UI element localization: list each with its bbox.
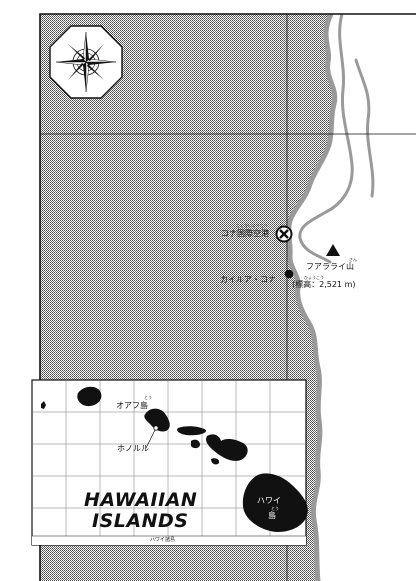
island-kauai (77, 386, 102, 407)
compass-rose-icon (49, 25, 123, 99)
elevation-label: (標高：2,521 m) (292, 280, 356, 289)
airport-icon (275, 225, 293, 243)
coastline (286, 14, 338, 581)
island-lanai (191, 439, 200, 449)
mountain-peak-icon (326, 244, 340, 256)
kona-airport-ruby: こくさいくうこう (236, 223, 268, 228)
coastal-road (298, 14, 354, 264)
hualalai-label: フアラライ山 (306, 262, 354, 271)
hawaii-island-ruby: とう (271, 506, 279, 511)
honolulu-label: ホノルル (117, 444, 149, 453)
oahu-label: オアフ島 (116, 401, 148, 410)
inset-title-line2: ISLANDS (92, 510, 189, 532)
island-oahu (144, 408, 170, 432)
honolulu-leader (145, 429, 156, 449)
hawaii-island-label: ハワイ (257, 496, 281, 505)
inset-caption: ハワイ諸島 (150, 537, 176, 543)
hualalai-ruby: さん (349, 257, 357, 262)
elevation-ruby: ひょうこう (304, 275, 324, 280)
island-maui (206, 434, 248, 461)
city-dot-icon (284, 269, 294, 279)
kailua-kona-label: カイルア・コナ (220, 275, 276, 284)
inset-map (31, 379, 308, 546)
inland-ridge (354, 58, 375, 198)
oahu-ruby: とう (144, 395, 152, 400)
island-niihau (41, 401, 46, 409)
kona-airport-label: コナ国際空港 (221, 229, 269, 238)
inset-title-line1: HAWAIIAN (84, 489, 198, 511)
hawaii-island-label-line2: 島 (268, 511, 276, 520)
island-molokai (177, 426, 207, 436)
island-hawaii (242, 473, 308, 532)
island-kahoolawe (211, 458, 220, 465)
honolulu-dot-icon (153, 425, 159, 431)
